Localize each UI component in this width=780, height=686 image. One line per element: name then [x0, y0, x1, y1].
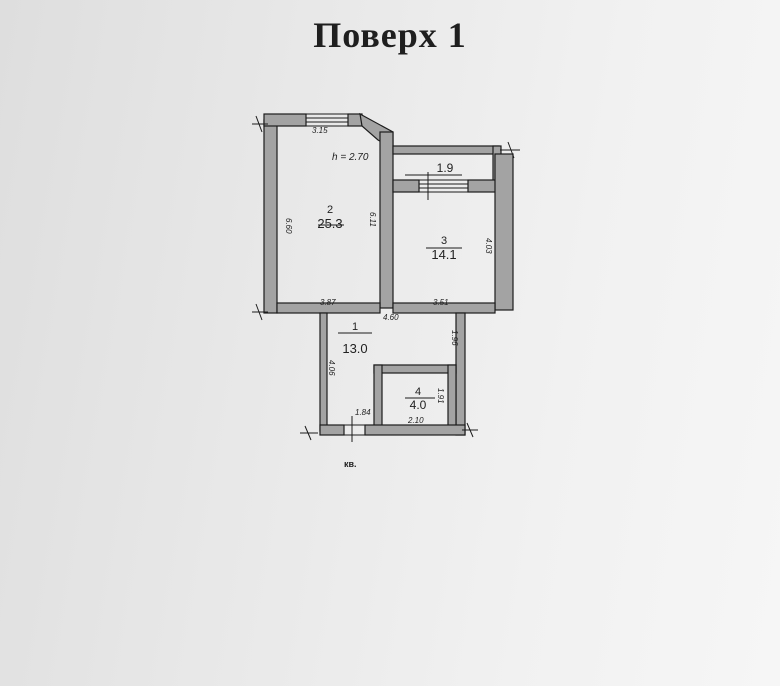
wall-balcony-top	[392, 145, 500, 155]
dim-left-room2: 6.60	[284, 218, 293, 234]
room2-area: 25.3	[317, 216, 342, 231]
balcony-area: 1.9	[437, 161, 454, 175]
dim-entrance: 1.84	[355, 408, 371, 417]
room1-area: 13.0	[342, 341, 367, 356]
wall-bath-right	[447, 364, 457, 430]
wall-right-room3	[494, 153, 514, 311]
ceiling-height: h = 2.70	[332, 152, 369, 163]
plan-labels: 3.15 h = 2.70 2 25.3 1.9 3 14.1 1 13.0 4…	[312, 126, 457, 469]
vertical-dims: 6.60 6.11 4.03 1.96 4.06 1.91	[284, 212, 493, 404]
dim-hall-right: 1.96	[450, 330, 459, 346]
room3-number: 3	[441, 235, 447, 247]
wall-mid-left	[276, 302, 381, 314]
dim-hall-top: 4.60	[383, 313, 399, 322]
dim-room2-bottom: 3.87	[320, 298, 336, 307]
dim-right-room3: 4.03	[484, 238, 493, 254]
wall-bottom-left	[319, 424, 345, 436]
dim-room3-bottom: 3.51	[433, 298, 449, 307]
dim-bath-bottom: 2.10	[407, 416, 424, 425]
dim-hall-left: 4.06	[327, 360, 336, 376]
room3-area: 14.1	[431, 247, 456, 262]
wall-bottom-right	[364, 424, 466, 436]
room4-number: 4	[415, 386, 421, 398]
wall-partition-2-3	[379, 131, 394, 309]
wall-room3-top-left	[392, 179, 420, 193]
apartment-label: кв.	[344, 459, 357, 469]
walls	[263, 112, 514, 436]
dim-top-room2: 3.15	[312, 126, 328, 135]
wall-mid-right	[392, 302, 496, 314]
dim-bath-right: 1.91	[436, 388, 445, 404]
wall-bath-left	[373, 364, 383, 430]
wall-bath-top	[373, 364, 457, 374]
room4-area: 4.0	[410, 398, 427, 412]
openings	[252, 113, 520, 442]
wall-hall-left	[319, 312, 328, 432]
wall-top-left	[263, 113, 307, 127]
room2-number: 2	[327, 204, 333, 216]
wall-left-room2	[263, 119, 278, 314]
floor-title: Поверх 1	[313, 15, 467, 55]
room1-number: 1	[352, 321, 358, 333]
dim-right-room2: 6.11	[368, 212, 377, 227]
